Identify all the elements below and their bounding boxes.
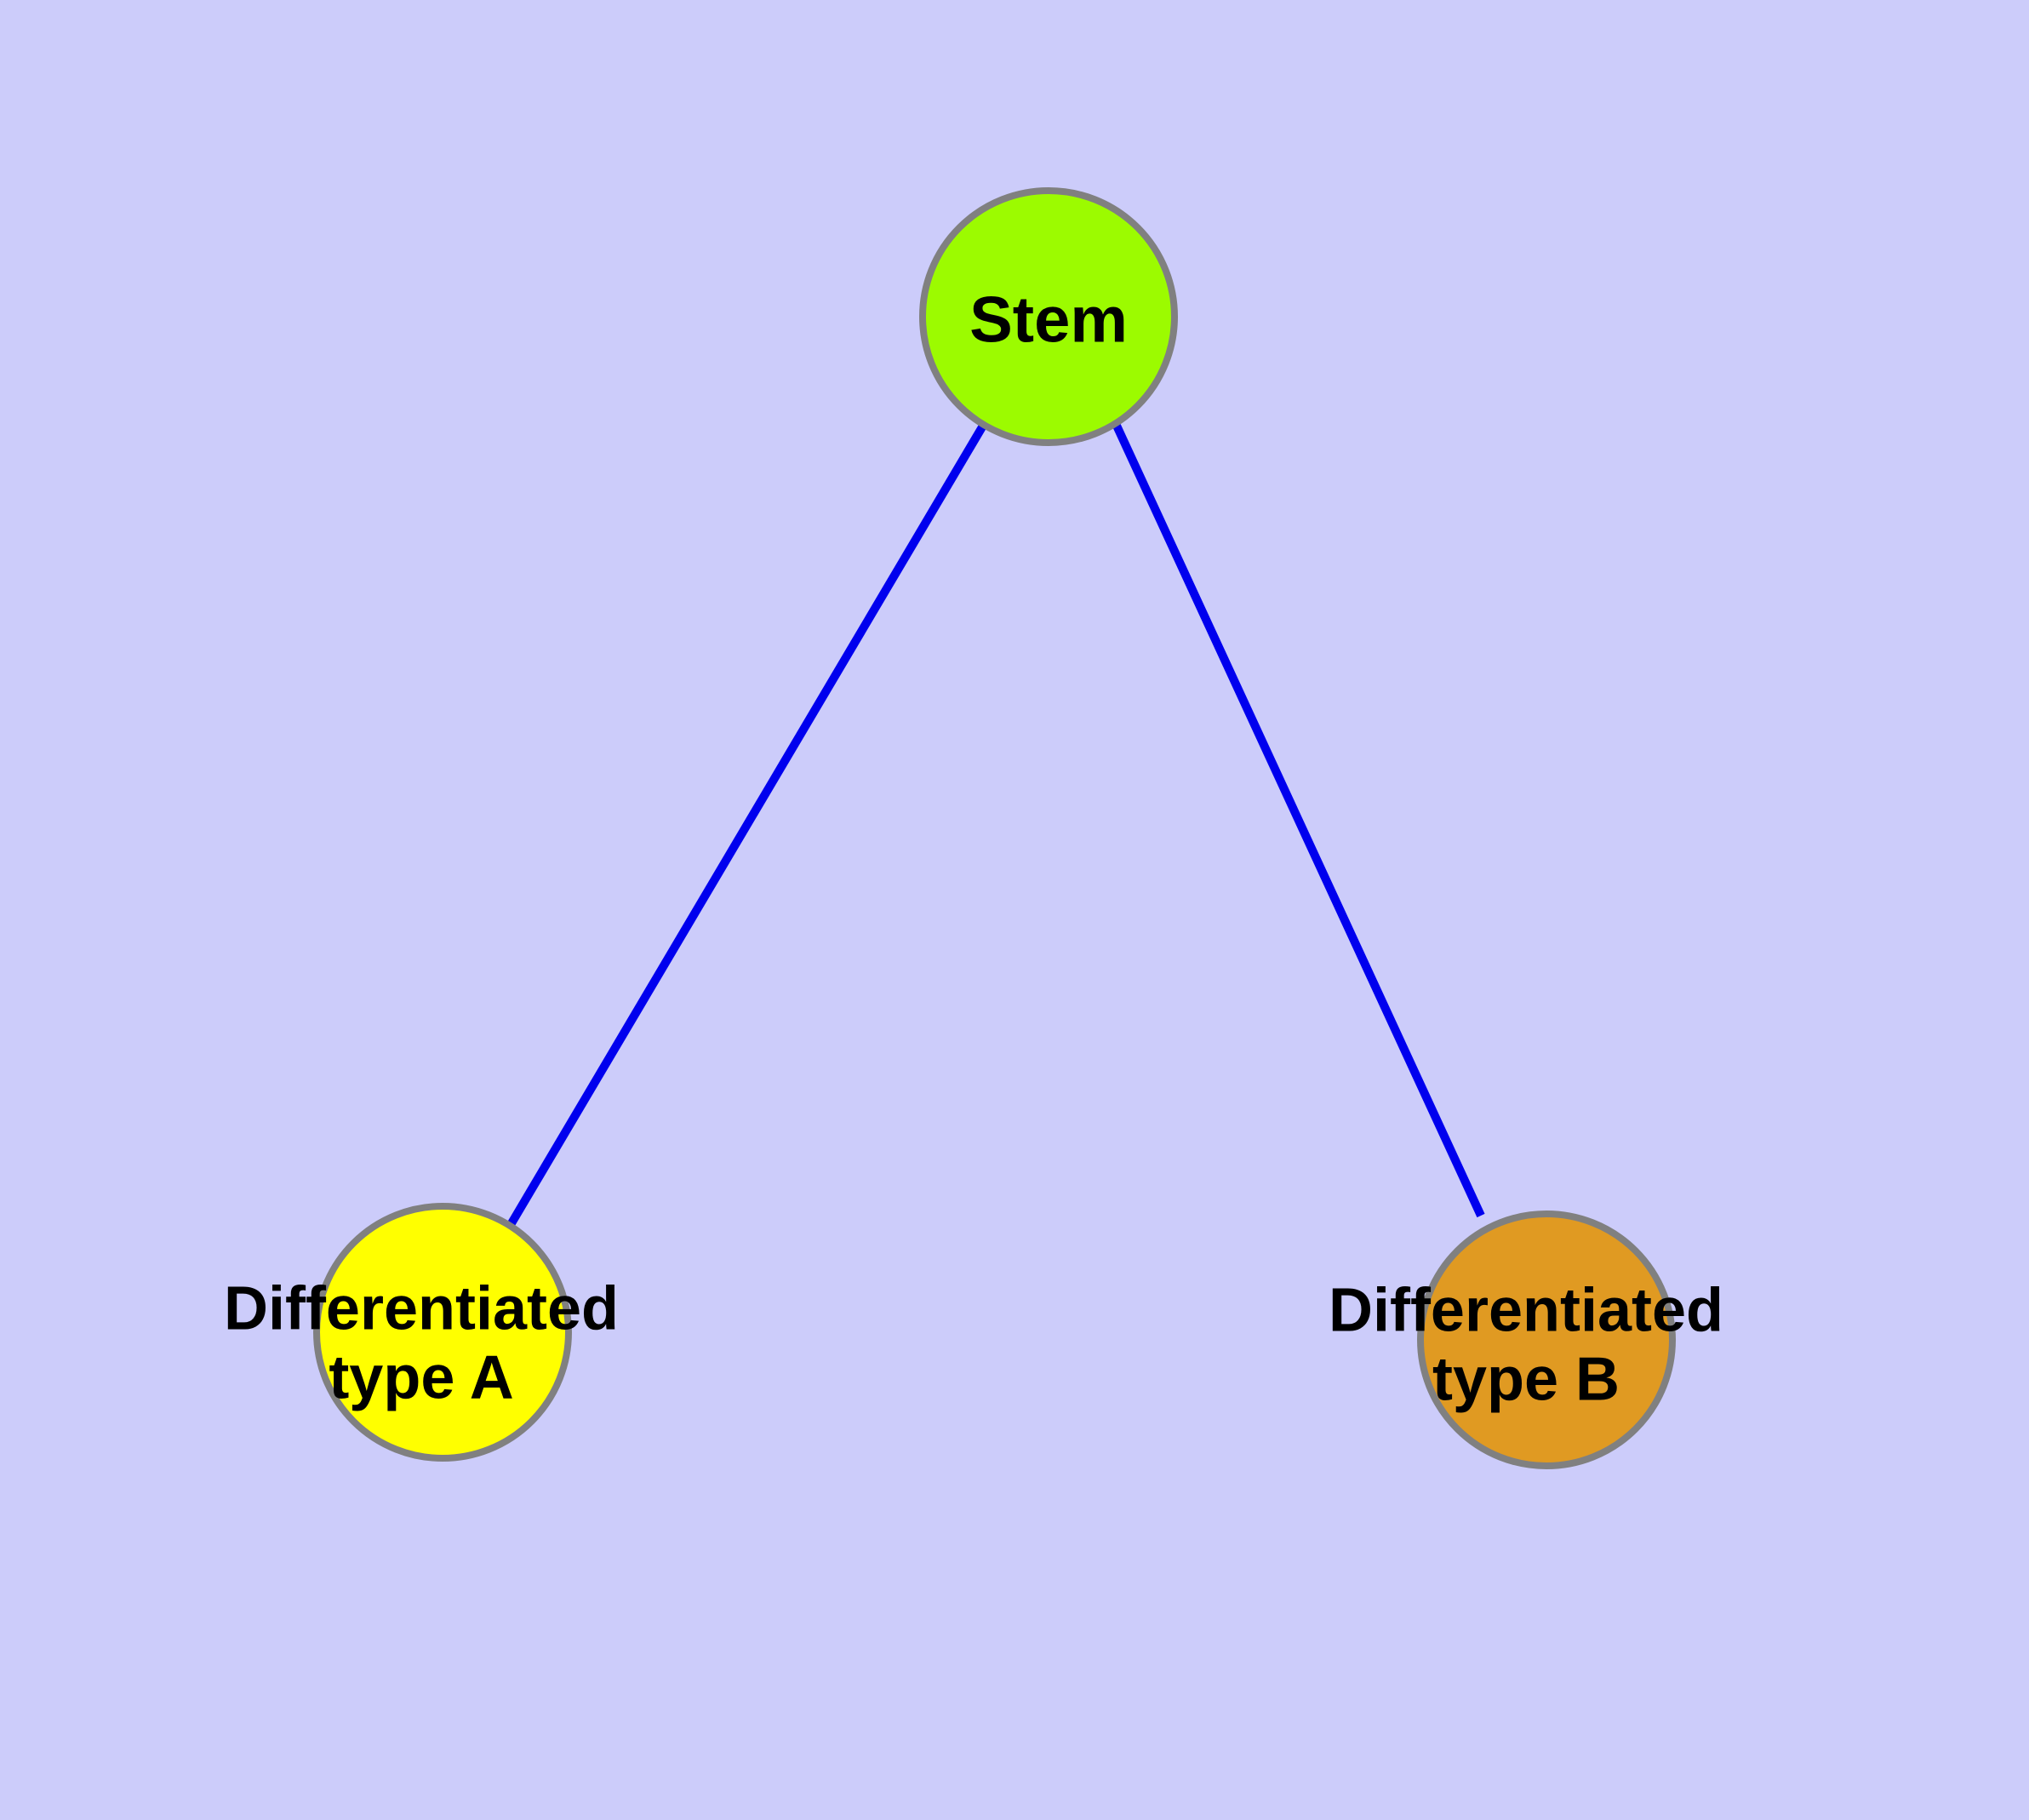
graph-node-stem[interactable] — [919, 187, 1178, 446]
graph-edge-stem-to-diff-a[interactable] — [507, 423, 987, 1226]
edge-layer — [507, 423, 1485, 1226]
graph-node-diff-a[interactable] — [313, 1203, 572, 1462]
graph-node-diff-b[interactable] — [1417, 1210, 1676, 1469]
graph-edge-stem-to-diff-b[interactable] — [1112, 423, 1485, 1218]
node-layer — [313, 187, 1676, 1469]
